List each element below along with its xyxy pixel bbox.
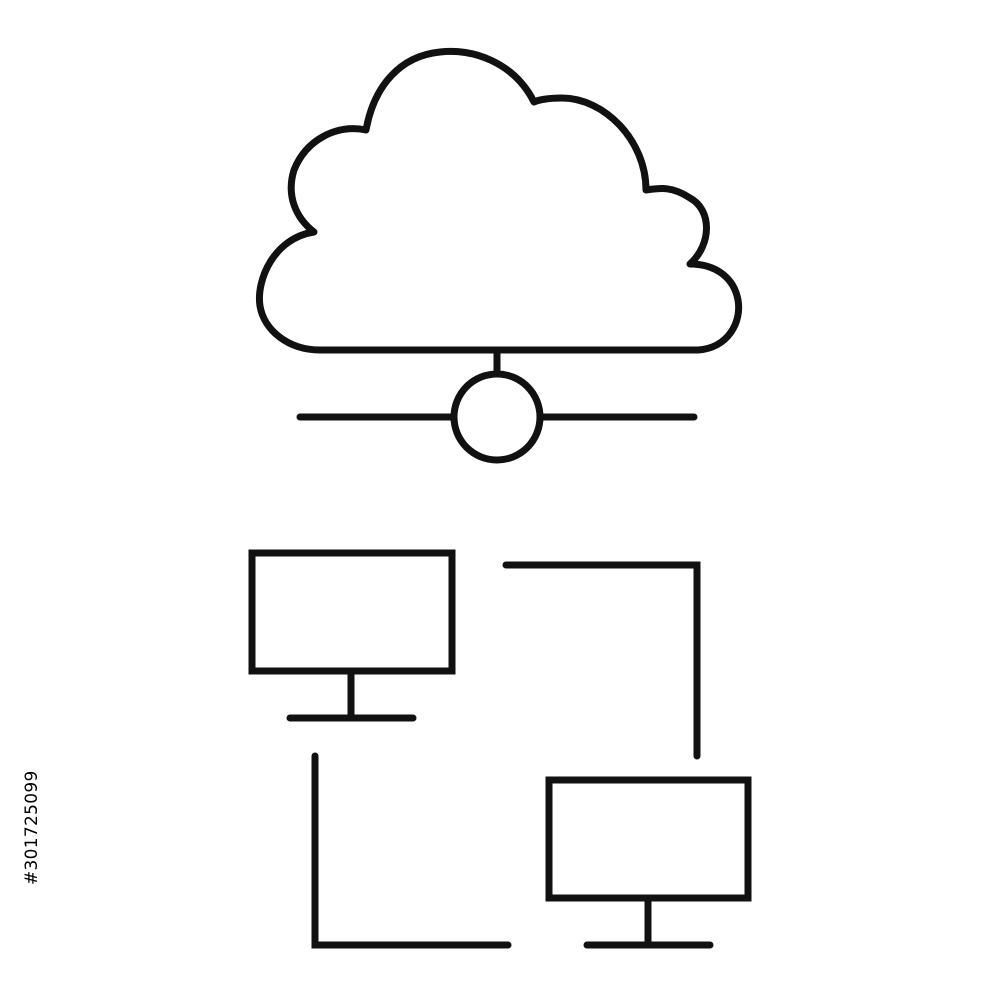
monitor-icon (545, 776, 752, 949)
monitor-icon (248, 549, 456, 722)
monitor-screen (545, 776, 752, 902)
connection-line-top-right (502, 561, 701, 760)
cloud-outline (255, 47, 743, 354)
hub-node (450, 370, 544, 464)
network-hub-icon (296, 346, 698, 464)
cloud-icon (255, 47, 743, 354)
connection-line-bottom-left (311, 752, 512, 949)
stock-id-label: #301725099 (22, 770, 42, 885)
monitor-screen (248, 549, 456, 675)
